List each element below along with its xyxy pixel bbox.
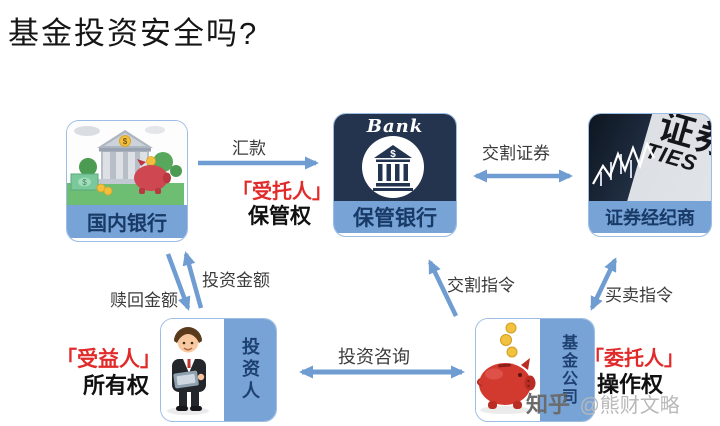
edge-label-investment-consulting: 投资咨询 bbox=[338, 347, 410, 367]
custodian-bank-label: 保管银行 bbox=[334, 201, 456, 233]
businessman-icon bbox=[167, 327, 209, 415]
node-investor: 投资人 bbox=[160, 318, 277, 422]
watermark: 知乎 @熊财文略 bbox=[526, 387, 680, 419]
broker-label: 证券经纪商 bbox=[589, 201, 711, 233]
bank-building-icon: $ $ bbox=[67, 126, 184, 205]
beneficiary-right-text: 所有权 bbox=[83, 372, 150, 398]
broker-illustration: 证券 TIES bbox=[589, 114, 711, 201]
edge-settlement-instruction-arrow bbox=[427, 259, 459, 317]
stock-chart-icon bbox=[592, 141, 655, 186]
investor-label-band: 投资人 bbox=[224, 319, 276, 421]
edge-label-redemption-amount: 赎回金额 bbox=[110, 291, 178, 310]
bank-logo-text: Bank bbox=[366, 116, 424, 137]
edge-trade-instruction-arrow bbox=[589, 257, 618, 311]
annotation-trustee: 「受托人」 保管权 bbox=[232, 181, 332, 229]
edge-redemption-amount-arrow bbox=[165, 253, 191, 311]
investor-label: 投资人 bbox=[240, 337, 260, 403]
page-title: 基金投资安全吗? bbox=[8, 16, 259, 51]
principal-right-text: 操作权 bbox=[597, 371, 664, 397]
watermark-brand: 知乎 bbox=[526, 392, 571, 417]
bank-emblem-icon: $ bbox=[362, 136, 424, 198]
svg-text:$: $ bbox=[390, 149, 396, 160]
annotation-principal: 「委托人」 操作权 bbox=[584, 348, 684, 398]
node-domestic-bank: $ $ bbox=[66, 120, 188, 242]
piggy-bank-icon bbox=[476, 322, 536, 414]
edge-investment-amount-arrow bbox=[182, 251, 204, 309]
node-custodian-bank: Bank $ 保管银行 bbox=[333, 113, 457, 237]
investor-illustration bbox=[161, 319, 224, 421]
edge-label-trade-instruction: 买卖指令 bbox=[605, 286, 673, 305]
trustee-right-text: 保管权 bbox=[248, 204, 311, 228]
principal-role-text: 「委托人」 bbox=[584, 348, 684, 370]
edge-label-settlement-instruction: 交割指令 bbox=[447, 276, 515, 295]
node-broker: 证券 TIES 证券经纪商 bbox=[588, 113, 712, 237]
fund-company-label-band: 基金公司 bbox=[540, 319, 594, 421]
annotation-beneficiary: 「受益人」 所有权 bbox=[56, 348, 161, 399]
domestic-bank-label: 国内银行 bbox=[67, 205, 187, 238]
watermark-handle: @熊财文略 bbox=[579, 395, 680, 417]
svg-text:$: $ bbox=[82, 178, 87, 187]
svg-text:$: $ bbox=[123, 137, 128, 146]
fund-company-label: 基金公司 bbox=[559, 334, 576, 406]
edge-label-remittance: 汇款 bbox=[232, 139, 266, 158]
domestic-bank-illustration: $ $ bbox=[67, 121, 187, 205]
custodian-bank-illustration: Bank $ bbox=[334, 114, 456, 201]
beneficiary-role-text: 「受益人」 bbox=[56, 348, 161, 371]
edge-label-investment-amount: 投资金额 bbox=[202, 271, 270, 290]
node-fund-company: 基金公司 bbox=[475, 318, 595, 422]
trustee-role-text: 「受托人」 bbox=[232, 181, 332, 203]
edge-label-securities-settlement: 交割证券 bbox=[482, 144, 550, 163]
fund-company-illustration bbox=[476, 319, 540, 421]
